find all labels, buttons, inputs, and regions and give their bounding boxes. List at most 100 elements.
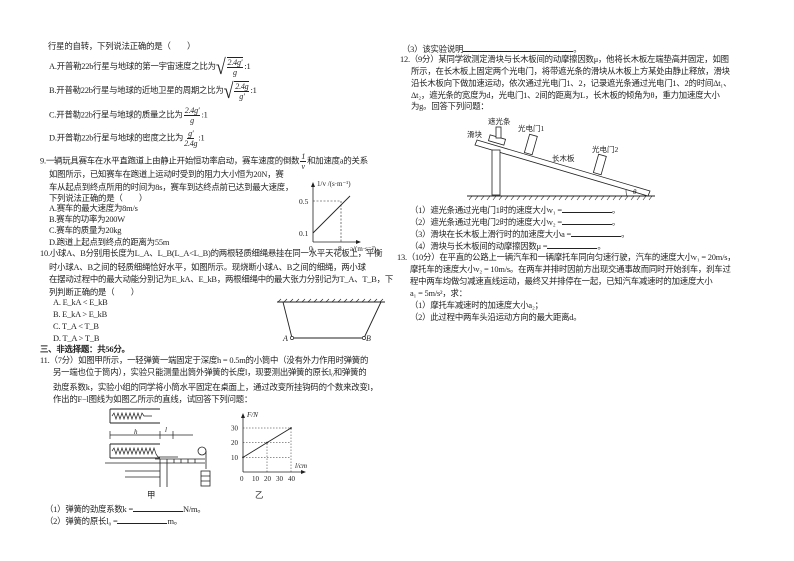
denominator: g <box>233 68 237 77</box>
answer-blank[interactable] <box>547 240 598 249</box>
q10-stem-1: 10.小球A、B分别用长度为L_A、L_B(L_A<L_B)的两根轻质细绳悬挂在… <box>40 249 383 258</box>
x-tick-label: 30 <box>276 475 284 483</box>
angle-label: θ <box>633 188 637 196</box>
option-text: A.开普勒22b行星与地球的第一宇宙速度之比为 <box>49 61 216 71</box>
support-post <box>491 149 501 196</box>
x-arrow <box>301 470 306 474</box>
q9-stem-3: 车从起点到终点所用的时间为8s，赛车到达终点前已达到最大速度， <box>49 183 294 192</box>
x-axis-label: l/cm <box>295 462 307 470</box>
y-arrow <box>241 413 245 418</box>
q12-stem-3: 沿长木板向下做加速运动，依次通过光电门1、2，记录遮光条通过光电门1、2的时间Δ… <box>411 79 732 88</box>
q11-stem-4: 作出的F−l图线为如图乙所示的直线，试回答下列问题： <box>53 395 253 404</box>
q11-stem-2: 另一端也位于筒内），实验只能测量出筒外弹簧的长度l，现要测出弹簧的原长l₀和弹簧… <box>53 368 367 377</box>
y-tick: 0.5 <box>299 197 309 206</box>
l-label: l <box>165 426 167 434</box>
y-tick-label: 20 <box>231 439 239 447</box>
q9-option-d: D.跑道上起点到终点的距离为55m <box>49 238 170 247</box>
ratio-tail: :1 <box>244 61 251 71</box>
option-text: C.开普勒22b行星与地球的质量之比为 <box>49 110 183 120</box>
data-point <box>266 441 268 444</box>
x-tick: 8 <box>338 244 342 253</box>
answer-blank[interactable] <box>117 515 168 524</box>
q11-sub-1: （1）弹簧的劲度系数k = N/m。 <box>45 503 206 515</box>
photogate-2 <box>592 153 607 176</box>
h-label: h <box>134 428 138 436</box>
data-point <box>242 456 244 459</box>
numerator: g′ <box>187 129 195 139</box>
q9-stem-4: 下列说法正确的是（ ） <box>49 194 148 203</box>
weight-lines <box>201 475 210 482</box>
answer-blank[interactable] <box>132 503 183 512</box>
gate2-label: 光电门2 <box>592 144 618 154</box>
sub-text: （3）滑块在长木板上滑行时的加速度大小a = <box>410 230 572 239</box>
y-tick-label: 10 <box>231 454 239 462</box>
sub-text: （3）该实验说明 <box>402 45 464 54</box>
y-tick-label: 30 <box>231 425 239 433</box>
sub-text: （1）遮光条通过光电门1时的速度大小v₁ = <box>410 206 562 215</box>
q11-figure-jia: h l <box>105 408 211 487</box>
board-label: 长木板 <box>552 153 575 163</box>
q11-stem-3: 劲度系数k，实验小组的同学将小筒水平固定在桌面上，通过改变所挂钩码的个数来改变l… <box>53 383 378 392</box>
option-text: D.开普勒22b行星与地球的密度之比为 <box>49 133 184 143</box>
answer-blank[interactable] <box>561 216 612 225</box>
label-b: B <box>366 334 371 343</box>
q10-option-c: C. T_A < T_B <box>53 322 99 331</box>
spring-bottom <box>111 446 178 458</box>
q12-figure: θ 遮光条 滑块 光电门1 长木板 光电门2 <box>467 116 655 201</box>
q9-option-b: B.赛车的功率为200W <box>49 215 125 224</box>
x-axis-label: a/(m·s⁻²) <box>350 245 377 253</box>
q12-sub-1: （1）遮光条通过光电门1时的速度大小v₁ =。 <box>410 204 621 215</box>
ceiling-hatch <box>277 298 384 303</box>
ratio-tail: :1 <box>198 133 205 143</box>
q13-sub-2: （2）此过程中两车头沿运动方向的最大距离d。 <box>410 313 582 322</box>
option-text: B.开普勒22b行星与地球的近地卫星的周期之比为 <box>49 85 224 95</box>
string-b <box>363 301 382 339</box>
answer-blank[interactable] <box>463 43 574 52</box>
y-arrow <box>311 182 315 187</box>
q13-stem-3: 程中两车均做匀减速直线运动，最终又并排停在一起，已知汽车减速时的加速度大小 <box>410 277 713 286</box>
unit: m。 <box>167 517 182 526</box>
tube-bottom <box>109 443 160 459</box>
ratio-tail: :1 <box>201 110 208 120</box>
ball-b <box>362 336 366 340</box>
q12-sub-4: （4）滑块与长木板间的动摩擦因数μ =。 <box>410 240 606 251</box>
sub-text: （4）滑块与长木板间的动摩擦因数μ = <box>410 242 548 251</box>
q10-option-a: A. E_kA < E_kB <box>53 298 108 307</box>
sub-text: （2）遮光条通过光电门2时的速度大小v₂ = <box>410 218 562 227</box>
y-axis-label: 1/v /(s·m⁻¹) <box>317 180 351 188</box>
answer-blank[interactable] <box>571 228 622 237</box>
angle-arc <box>625 189 628 197</box>
answer-blank[interactable] <box>561 204 612 213</box>
sub-text: （2）弹簧的原长l₀ = <box>45 517 118 526</box>
ball-a <box>290 336 294 340</box>
q9-option-c: C.赛车的质量为20kg <box>49 226 122 235</box>
q9-option-a: A.赛车的最大速度为8m/s <box>49 204 138 213</box>
pulley <box>197 446 207 456</box>
x-arrow <box>356 240 361 244</box>
long-board <box>474 139 651 197</box>
tube-top <box>109 408 160 424</box>
q10-option-b: B. E_kA > E_kB <box>53 310 108 319</box>
numerator: 2.4g′ <box>183 106 201 116</box>
denominator: g′ <box>239 92 245 101</box>
spring-top <box>111 411 152 421</box>
sub-text: （1）弹簧的劲度系数k = <box>45 505 133 514</box>
x-tick-label: 10 <box>252 475 260 483</box>
q10-stem-4: 列判断正确的是（ ） <box>49 288 139 297</box>
data-line <box>312 195 351 234</box>
q13-stem-2: 摩托车的速度大小v₂ = 10m/s。在两车并排时因前方出现交通事故而同时开始刹… <box>410 265 731 274</box>
section-heading: 三、非选择题：共56分。 <box>40 345 130 354</box>
q8-option-a: A.开普勒22b行星与地球的第一宇宙速度之比为√2.4g′g:1 <box>49 56 251 78</box>
unit: N/m。 <box>182 505 206 514</box>
q12-stem-1: 12.（9分）某同学欲测定滑块与长木板间的动摩擦因数μ，他将长木板左端垫高并固定… <box>400 55 729 64</box>
q10-figure: A B <box>277 298 385 343</box>
gate1-label: 光电门1 <box>518 123 544 133</box>
q9-stem-2: 如图所示，已知赛车在跑道上运动时受到的阻力大小恒为20N，赛 <box>49 170 284 179</box>
q13-stem-4: a₁ = 5m/s²，求： <box>410 289 467 298</box>
q10-stem-2: 时小球A、B之间的轻质细绳恰好水平，如图所示。现烧断小球A、B之间的细绳，两小球 <box>49 263 366 272</box>
y-tick: 0.1 <box>299 229 309 238</box>
